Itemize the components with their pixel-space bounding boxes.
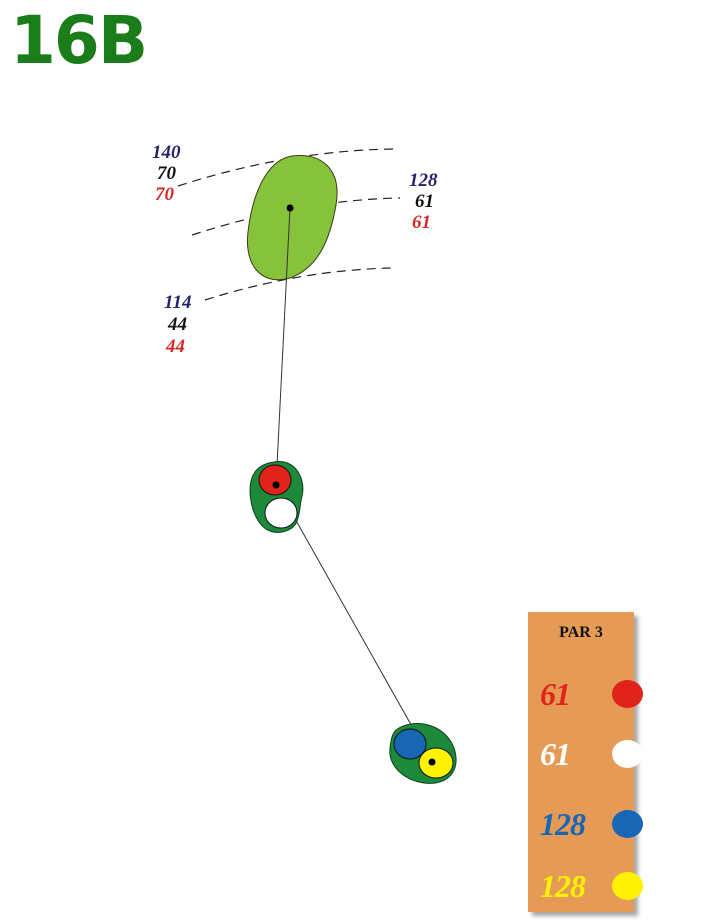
par-label: PAR 3 [559,624,603,641]
tee-row-yellow: 128 [528,866,643,906]
pin-position [286,204,294,212]
tee-yards-red: 61 [540,676,571,712]
tee-row-red: 61 [528,674,643,714]
back-distance-black: 70 [157,163,177,184]
red-tee-dot [612,680,643,708]
blue-tee-dot [612,810,643,838]
distance-arc-front [204,267,393,301]
hole-title: 16B [10,2,148,79]
back-distance-blue: 140 [152,142,181,163]
tee-yards-white: 61 [540,736,571,772]
white-tee-dot [612,740,643,768]
tee-row-blue: 128 [528,804,643,844]
back-tee-point [428,758,436,766]
yellow-tee-dot [612,872,643,900]
putting-green [246,154,338,281]
front-distance-blue: 114 [164,292,191,313]
yellow-tee-marker [418,747,454,779]
forward-tee-point [272,481,280,489]
white-tee-marker [264,497,298,529]
tee-yards-blue: 128 [540,806,586,842]
middle-distance-black: 61 [415,191,434,212]
tee-row-white: 61 [528,734,643,774]
red-tee-marker [258,464,292,496]
middle-distance-red: 61 [412,212,431,233]
blue-tee-marker [393,728,427,760]
back-distance-red: 70 [155,184,175,205]
tee-yards-yellow: 128 [540,868,586,904]
middle-distance-blue: 128 [409,170,438,191]
front-distance-red: 44 [165,336,185,357]
tee-scorecard: PAR 3 61 61 128 128 [528,612,643,912]
front-distance-black: 44 [167,314,187,335]
